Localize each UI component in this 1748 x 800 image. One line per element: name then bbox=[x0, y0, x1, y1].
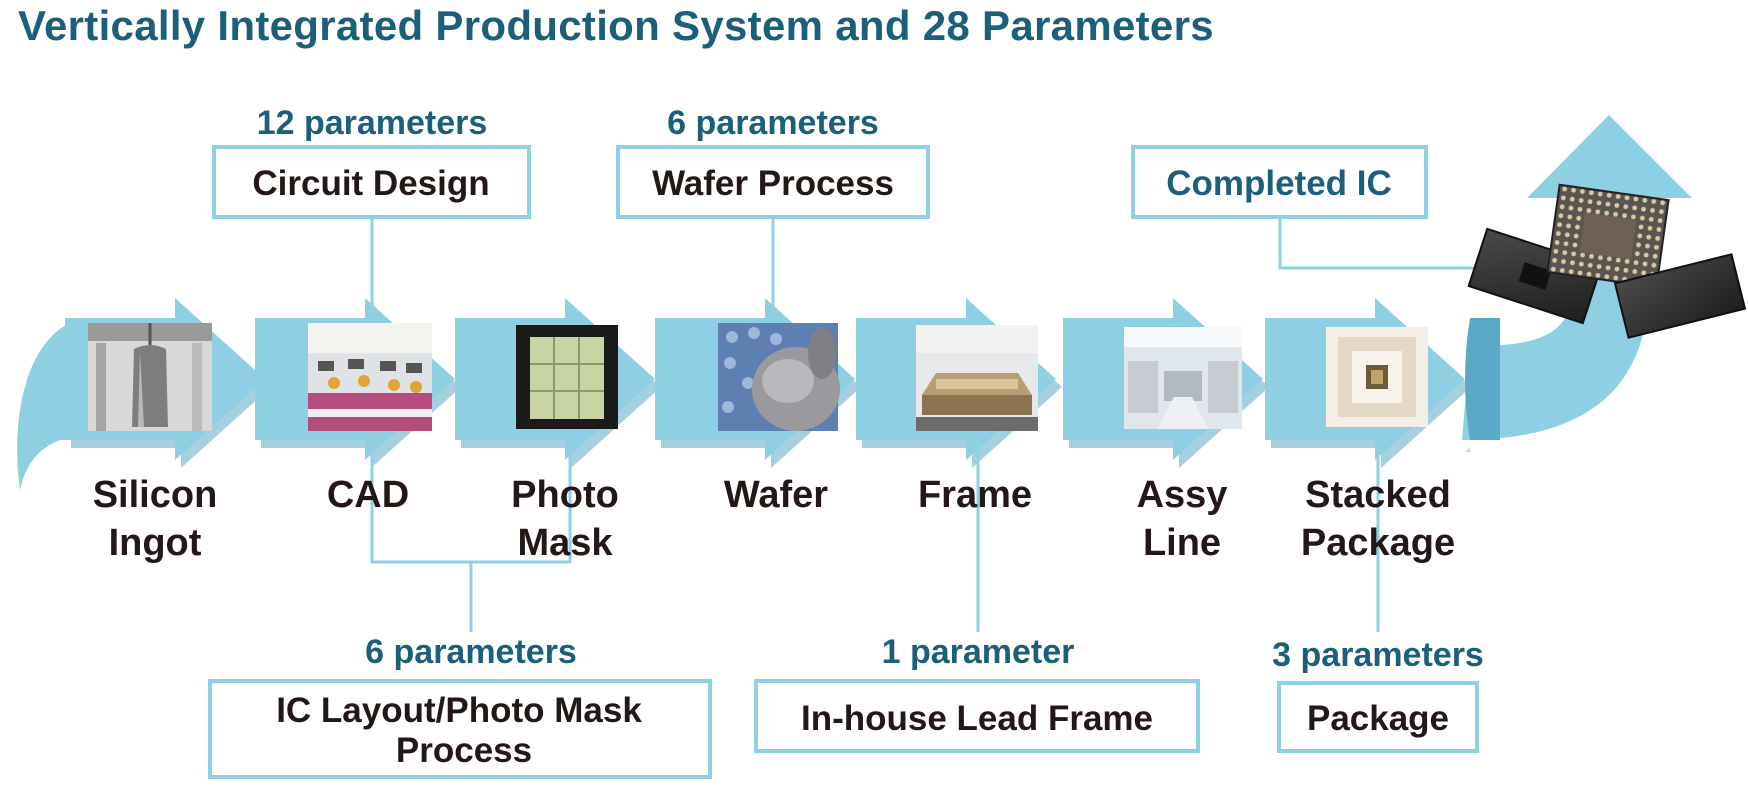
cad-office-photo bbox=[308, 323, 432, 431]
step-label-3-line1: Photo bbox=[511, 474, 619, 516]
wafer-photo bbox=[718, 323, 840, 431]
step-label-1-line1: Silicon bbox=[93, 474, 218, 516]
completed-ic-box bbox=[1131, 145, 1428, 219]
chip-right bbox=[1613, 253, 1747, 339]
ic-layout-label-line2: Process bbox=[396, 731, 532, 770]
ic-layout-params: 6 parameters bbox=[365, 633, 577, 671]
photo-mask-photo bbox=[516, 325, 618, 429]
ic-layout-box bbox=[208, 679, 712, 779]
stacked-package-photo bbox=[1326, 327, 1428, 427]
circuit-design-label: Circuit Design bbox=[252, 164, 489, 203]
step-label-5-line1: Frame bbox=[918, 474, 1032, 516]
lead-frame-photo bbox=[916, 325, 1038, 431]
connector-completed-ic bbox=[1278, 218, 1480, 270]
wafer-process-params: 6 parameters bbox=[667, 104, 879, 142]
lead-frame-label: In-house Lead Frame bbox=[801, 699, 1153, 738]
step-label-4-line1: Wafer bbox=[724, 474, 828, 516]
step-label-1-line2: Ingot bbox=[109, 522, 202, 564]
lead-frame-box bbox=[754, 679, 1200, 753]
step-label-7-line2: Package bbox=[1301, 522, 1455, 564]
assembly-line-photo bbox=[1124, 327, 1242, 429]
bottom-groups: 6 parameters IC Layout/Photo Mask Proces… bbox=[208, 633, 1484, 779]
wafer-process-box bbox=[616, 145, 930, 219]
package-params: 3 parameters bbox=[1272, 636, 1484, 674]
completed-ic-chips bbox=[1467, 183, 1747, 339]
top-groups: 12 parameters Circuit Design 6 parameter… bbox=[212, 104, 1428, 219]
page-title: Vertically Integrated Production System … bbox=[18, 2, 1214, 49]
package-label: Package bbox=[1307, 699, 1449, 738]
circuit-design-box bbox=[212, 145, 531, 219]
circuit-design-params: 12 parameters bbox=[257, 104, 488, 142]
chip-center bbox=[1546, 183, 1670, 289]
silicon-ingot-photo bbox=[88, 323, 212, 431]
connector-lines bbox=[370, 218, 1480, 632]
wafer-process-label: Wafer Process bbox=[652, 164, 894, 203]
step-label-3-line2: Mask bbox=[517, 522, 613, 564]
step-label-7-line1: Stacked bbox=[1305, 474, 1451, 516]
lead-frame-params: 1 parameter bbox=[882, 633, 1075, 671]
completed-ic-label: Completed IC bbox=[1166, 164, 1392, 203]
chip-left bbox=[1467, 227, 1603, 325]
step-label-2-line1: CAD bbox=[327, 474, 409, 516]
step-photos bbox=[88, 323, 1428, 431]
step-label-6-line2: Line bbox=[1143, 522, 1221, 564]
package-box bbox=[1277, 681, 1479, 753]
step-label-6-line1: Assy bbox=[1137, 474, 1228, 516]
ic-layout-label-line1: IC Layout/Photo Mask bbox=[276, 691, 642, 730]
arrow-tail-right bbox=[1465, 318, 1500, 440]
connector-ic-layout bbox=[370, 438, 572, 632]
